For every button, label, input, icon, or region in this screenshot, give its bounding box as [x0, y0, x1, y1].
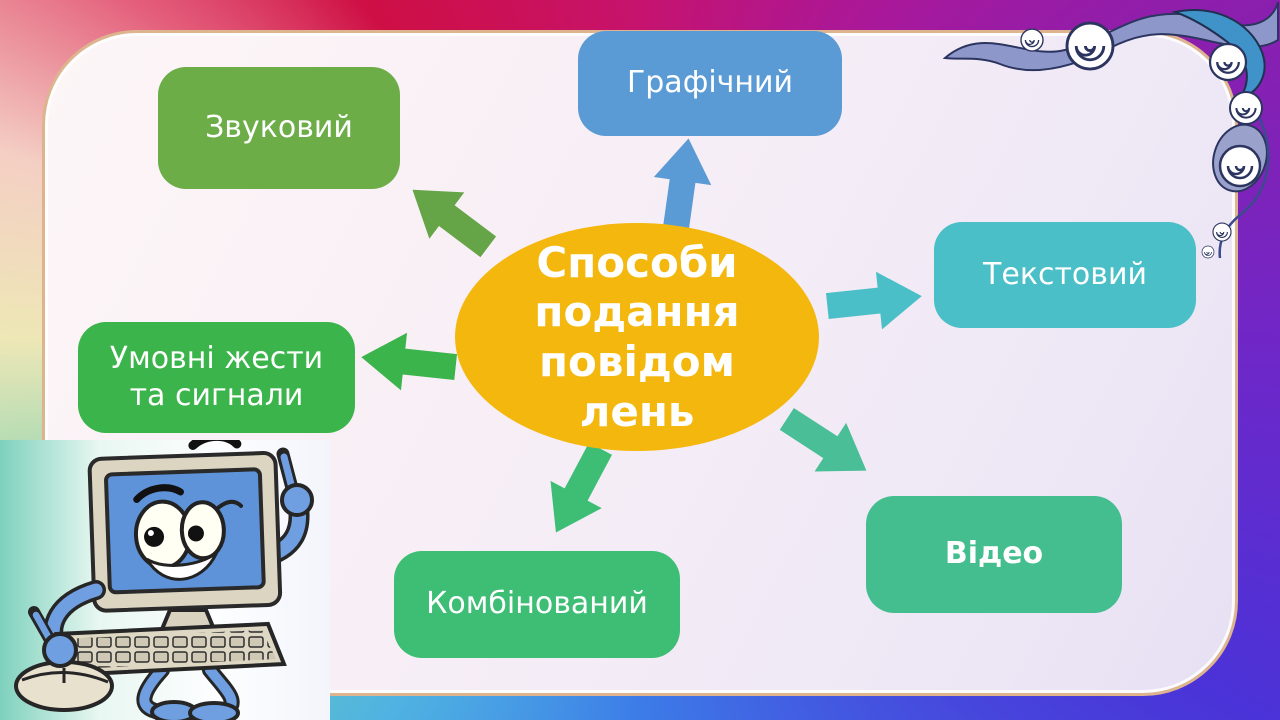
arrow-shape [779, 407, 867, 472]
node-video: Відео [866, 496, 1122, 613]
computer-mascot-icon [0, 440, 330, 720]
arrow-shape [361, 332, 458, 391]
swirl-ornament-icon [942, 1, 1279, 259]
node-combined: Комбінований [394, 551, 680, 658]
arrow-to-gestures-icon [357, 327, 459, 397]
node-video-label: Відео [944, 536, 1044, 572]
node-sound: Звуковий [158, 67, 400, 189]
node-gestures-label: Умовні жести та сигнали [109, 340, 324, 413]
node-graphic-label: Графічний [626, 65, 794, 101]
arrow-shape [653, 138, 712, 235]
arrow-to-combined-icon [529, 435, 627, 548]
arrow-to-graphic-icon [646, 133, 719, 236]
central-topic-line: повідом [539, 337, 735, 386]
arrow-to-video-icon [770, 394, 883, 497]
central-topic-line: лень [579, 386, 695, 436]
central-topic: Способи подання повідом лень [455, 223, 819, 451]
central-topic-line: Способи [536, 237, 738, 287]
node-graphic: Графічний [578, 31, 842, 136]
node-text-label: Текстовий [983, 256, 1147, 292]
node-sound-label: Звуковий [205, 109, 353, 145]
node-gestures: Умовні жести та сигнали [78, 322, 355, 433]
central-topic-line: подання [534, 287, 740, 337]
arrow-shape [825, 271, 922, 330]
arrow-shape [550, 442, 613, 533]
arrow-shape [412, 189, 497, 258]
node-combined-label: Комбінований [426, 586, 648, 622]
arrow-to-sound-icon [394, 165, 507, 271]
arrow-to-text-icon [824, 266, 926, 336]
node-text: Текстовий [934, 222, 1196, 328]
